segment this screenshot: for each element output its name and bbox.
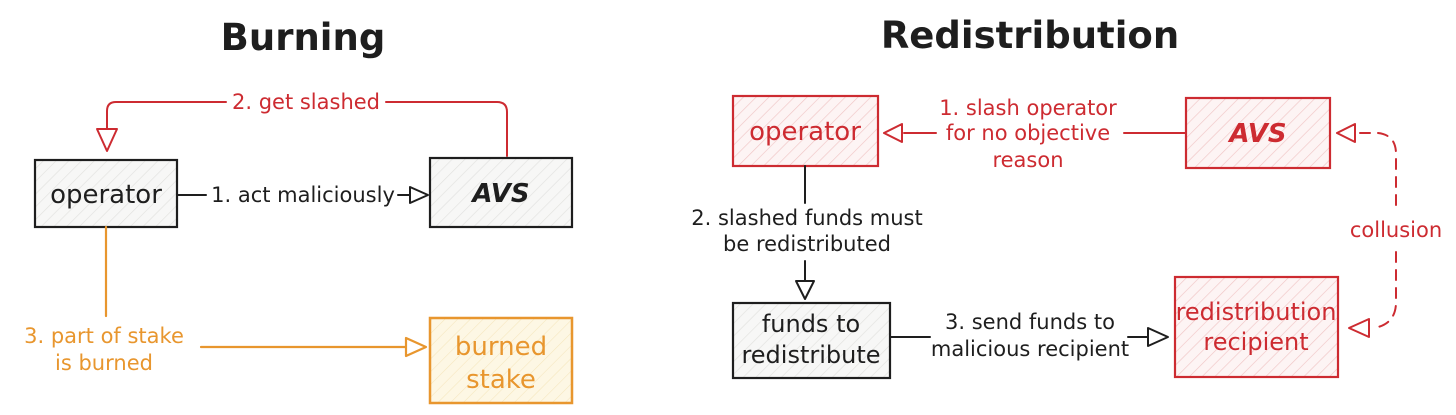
- redistribution-step3-label-line2: malicious recipient: [931, 337, 1129, 361]
- redistribution-title: Redistribution: [881, 14, 1179, 57]
- redistribution-funds-box: [731, 301, 892, 380]
- burning-step3-label-line2: is burned: [55, 351, 153, 375]
- redistribution-step2-label-line1: 2. slashed funds must: [691, 206, 922, 230]
- burning-step1-arrowhead-icon: [409, 186, 429, 204]
- redistribution-funds-label-line1: funds to: [762, 310, 860, 338]
- redistribution-step3-label-line1: 3. send funds to: [945, 310, 1115, 334]
- redistribution-step1-label-line2: for no objective: [946, 121, 1110, 145]
- burning-operator-label: operator: [50, 180, 162, 210]
- burning-title: Burning: [221, 16, 386, 59]
- redistribution-avs-label: AVS: [1227, 119, 1286, 149]
- redistribution-funds-label-line2: redistribute: [741, 341, 880, 369]
- burning-step3-arrowhead-icon: [404, 336, 428, 358]
- burning-step1-label: 1. act maliciously: [211, 183, 395, 207]
- redistribution-operator-box: [731, 94, 880, 168]
- burning-step3-label-line1: 3. part of stake: [24, 324, 184, 348]
- burning-burned-stake-label-line1: burned: [455, 332, 547, 362]
- redistribution-step1-label-line3: reason: [992, 148, 1063, 172]
- burning-avs-box: [428, 156, 574, 229]
- redistribution-step2-arrowhead-icon: [795, 280, 815, 300]
- collusion-label: collusion: [1350, 218, 1442, 242]
- redistribution-step2-label-line2: be redistributed: [723, 232, 891, 256]
- redistribution-recipient-label-line2: recipient: [1203, 328, 1308, 356]
- burning-step2-label: 2. get slashed: [232, 90, 380, 114]
- redistribution-step3-arrowhead-icon: [1147, 327, 1169, 347]
- collusion-arrowhead-top-icon: [1336, 123, 1356, 143]
- burning-operator-box: [33, 158, 179, 229]
- redistribution-step1-arrowhead-icon: [883, 123, 903, 143]
- burning-step2-arrowhead-icon: [96, 128, 118, 152]
- collusion-arrowhead-bottom-icon: [1348, 318, 1370, 338]
- burning-burned-stake-label-line2: stake: [466, 365, 536, 395]
- collusion-dashed-line-top: [1359, 132, 1397, 207]
- redistribution-recipient-label-line1: redistribution: [1176, 298, 1337, 326]
- burning-step2-arrow-right-segment: [385, 101, 508, 157]
- redistribution-step1-label-line1: 1. slash operator: [939, 96, 1117, 120]
- burning-avs-label: AVS: [470, 179, 529, 209]
- redistribution-recipient-box: [1173, 275, 1340, 379]
- redistribution-diagram: Redistribution operator AVS 1. slash ope…: [691, 14, 1442, 380]
- burning-step2-arrow-left-segment: [106, 101, 227, 129]
- collusion-dashed-line-bottom: [1373, 251, 1397, 329]
- burning-diagram: Burning 2. get slashed operator AVS 1. a…: [24, 16, 574, 405]
- burning-burned-stake-box: [428, 316, 574, 405]
- redistribution-operator-label: operator: [749, 117, 861, 147]
